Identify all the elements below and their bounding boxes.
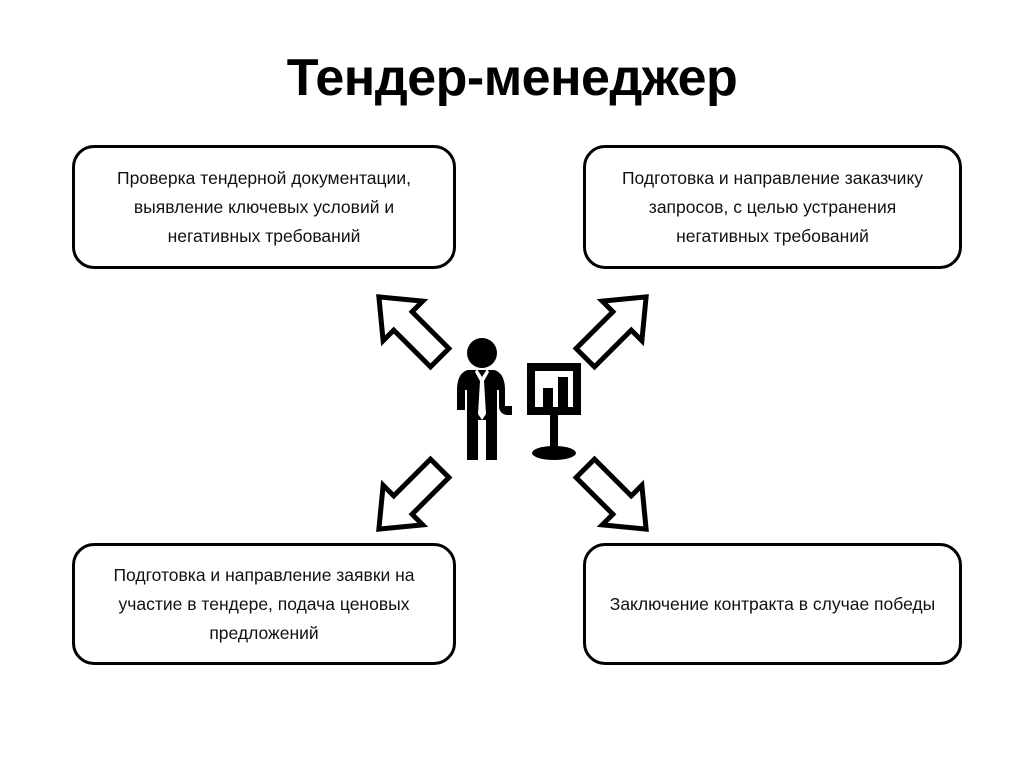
box-bottom-right-text: Заключение контракта в случае победы (609, 593, 936, 614)
bar-large (558, 377, 568, 407)
page-title: Тендер-менеджер (286, 49, 738, 107)
box-top-left-text: Проверка тендерной документации, выявлен… (117, 167, 411, 246)
box-top-left: Проверка тендерной документации, выявлен… (72, 145, 456, 269)
center-icon-group (448, 336, 588, 464)
arrow-up-left-icon (360, 278, 460, 378)
businessman-icon (457, 338, 512, 460)
arrow-down-right-icon (565, 448, 665, 548)
arrow-up-right-icon (565, 278, 665, 378)
arrow-down-left-icon (360, 448, 460, 548)
box-top-right: Подготовка и направление заказчику запро… (583, 145, 962, 269)
presentation-chart-board-icon (527, 363, 581, 460)
box-bottom-left-text: Подготовка и направление заявки на участ… (113, 564, 415, 643)
box-top-right-text: Подготовка и направление заказчику запро… (621, 167, 924, 246)
box-bottom-left: Подготовка и направление заявки на участ… (72, 543, 456, 665)
box-bottom-right: Заключение контракта в случае победы (583, 543, 962, 665)
bar-small (543, 388, 553, 407)
